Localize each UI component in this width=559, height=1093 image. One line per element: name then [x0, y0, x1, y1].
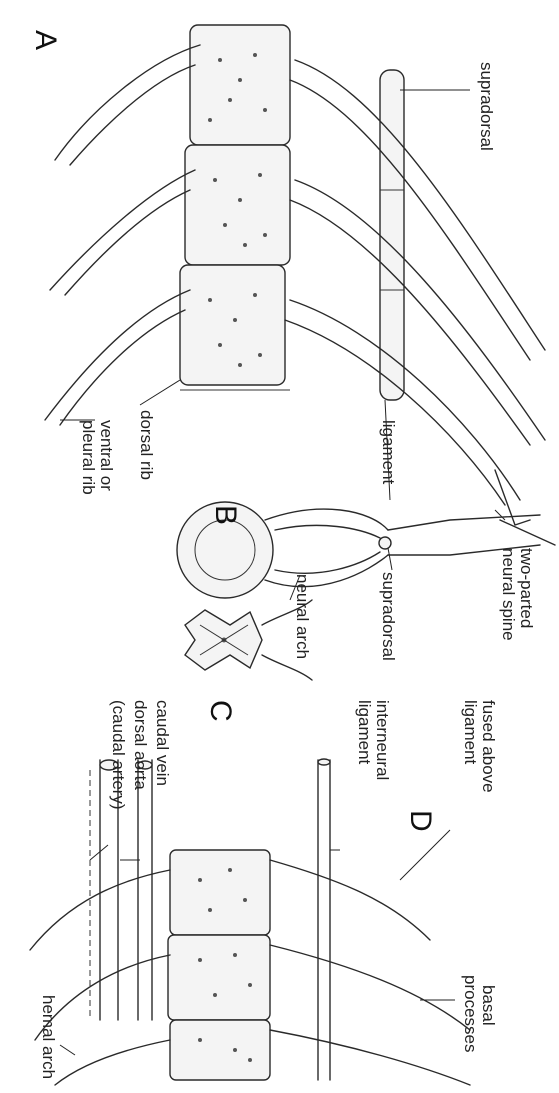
centrum-d3	[170, 1020, 270, 1080]
centrum-a3	[180, 265, 285, 385]
panel-label-a: A	[30, 30, 60, 50]
leader-hemal-arch	[60, 1045, 75, 1055]
rib-a2	[50, 170, 195, 290]
neural-spine-a2	[295, 180, 545, 440]
neural-spine-a1	[295, 60, 545, 350]
label-pleural-rib: pleural rib	[79, 420, 98, 495]
label-hemal-arch: hemal arch	[39, 995, 58, 1079]
label-two-parted: two-parted	[517, 548, 536, 628]
panel-label-b: B	[210, 505, 240, 525]
label-interneural: interneural	[373, 700, 392, 780]
label-dorsal-aorta: dorsal aorta	[131, 700, 150, 790]
label-ventral-or: ventral or	[97, 420, 116, 491]
neural-spine-d3	[270, 1030, 470, 1085]
leader-two-parted	[495, 510, 505, 520]
label-neural-arch: neural arch	[293, 574, 312, 659]
label-caudal-vein: caudal vein	[153, 700, 172, 786]
label-fused-ligament: ligament	[461, 700, 480, 764]
supradorsal-b	[379, 537, 391, 549]
label-supradorsal-mid: supradorsal	[379, 572, 398, 661]
hemal-spine-d3	[55, 1040, 170, 1085]
label-supradorsal-top: supradorsal	[477, 62, 496, 151]
panel-label-d: D	[405, 810, 435, 832]
leader-dorsal-rib	[140, 380, 180, 405]
rib-a1	[55, 45, 200, 160]
label-interneural-ligament: ligament	[355, 700, 374, 764]
label-neural-spine: neural spine	[499, 548, 518, 641]
label-basal: basal	[479, 985, 498, 1026]
neural-spine-d2	[270, 945, 470, 1030]
label-processes: processes	[461, 975, 480, 1052]
label-fused-above: fused above	[479, 700, 498, 793]
leader-fused-above	[400, 830, 450, 880]
leader-dorsal-aorta	[90, 845, 108, 860]
centrum-a1	[190, 25, 290, 145]
panel-d-drawing	[30, 759, 470, 1085]
centrum-a2	[185, 145, 290, 265]
rib-a3	[45, 290, 190, 420]
label-caudal-artery: (caudal artery)	[109, 700, 128, 810]
leader-supradorsal-mid	[388, 548, 392, 570]
label-ligament: ligament	[379, 420, 398, 484]
centrum-d1	[170, 850, 270, 935]
panel-label-c: C	[205, 700, 235, 722]
neural-arch-b-lower	[265, 555, 388, 587]
neural-spine-d1	[270, 860, 430, 940]
neural-arch-b-upper	[265, 509, 388, 530]
neural-spine-a3	[290, 300, 520, 500]
centrum-d2	[168, 935, 270, 1020]
label-dorsal-rib: dorsal rib	[137, 410, 156, 480]
